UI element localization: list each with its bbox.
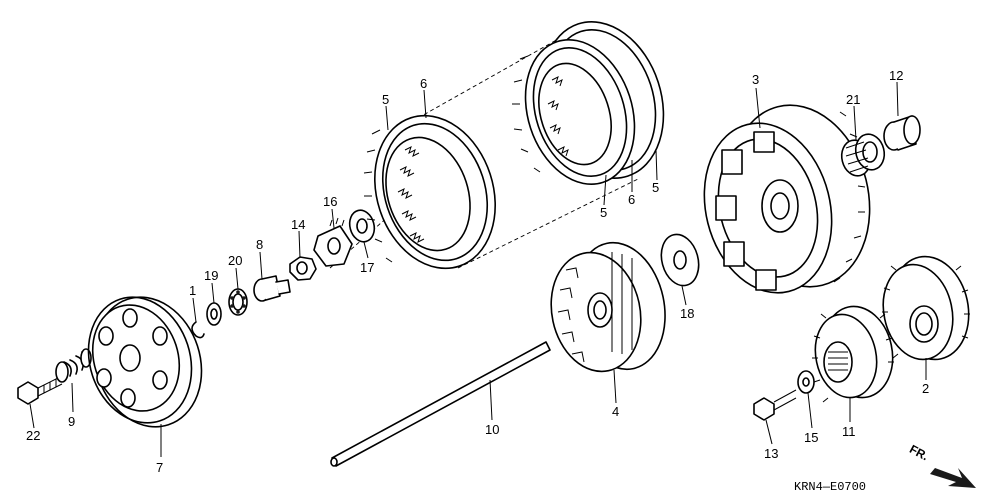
- label-part-8: 8: [256, 237, 263, 252]
- part-13-bolt: [753, 389, 797, 421]
- clutch-disc-front: [363, 114, 496, 270]
- part-3-clutch-outer: [703, 104, 871, 294]
- part-1-snap-ring: [191, 321, 205, 339]
- part-21-needle-bearing: [840, 133, 886, 177]
- part-18-washer: [660, 233, 700, 287]
- label-part-12: 12: [889, 68, 903, 83]
- part-12-collar: [883, 115, 921, 151]
- assembly-dashed-lines: [329, 37, 641, 269]
- part-16-lock-washer: [313, 217, 353, 267]
- fr-arrow-icon: FR.: [907, 442, 976, 488]
- part-14-nut: [289, 256, 317, 281]
- label-part-17: 17: [360, 260, 374, 275]
- part-8-lifter-piece: [253, 275, 291, 302]
- label-part-1: 1: [189, 283, 196, 298]
- part-22-bolt: [17, 375, 63, 405]
- part-labels: 1 19 20 8 14 16 17 5 6 5 6 5 3 21 12 18 …: [26, 68, 929, 475]
- direction-label: FR.: [907, 442, 931, 463]
- label-part-11: 11: [842, 424, 856, 439]
- diagram-code: KRN4—E0700: [794, 480, 866, 494]
- label-part-6-front: 6: [420, 76, 427, 91]
- label-part-20: 20: [228, 253, 242, 268]
- label-part-9: 9: [68, 414, 75, 429]
- label-part-22: 22: [26, 428, 40, 443]
- leader-lines: [29, 81, 927, 457]
- part-15-washer: [797, 370, 815, 394]
- label-part-10: 10: [485, 422, 499, 437]
- label-part-13: 13: [764, 446, 778, 461]
- label-part-2: 2: [922, 381, 929, 396]
- label-part-3: 3: [752, 72, 759, 87]
- label-part-5-rear: 5: [652, 180, 659, 195]
- part-4-clutch-center: [550, 241, 666, 373]
- part-19-washer: [206, 302, 222, 326]
- label-part-16: 16: [323, 194, 337, 209]
- label-part-5-front: 5: [382, 92, 389, 107]
- label-part-4: 4: [612, 404, 619, 419]
- label-part-7: 7: [156, 460, 163, 475]
- label-part-18: 18: [680, 306, 694, 321]
- label-part-14: 14: [291, 217, 305, 232]
- part-7-pressure-plate: [87, 296, 203, 428]
- label-part-6-rear: 6: [628, 192, 635, 207]
- label-part-15: 15: [804, 430, 818, 445]
- part-11-gear: [812, 305, 894, 403]
- part-10-push-rod: [330, 341, 551, 467]
- part-2-gear: [882, 255, 970, 361]
- label-part-5-middle: 5: [600, 205, 607, 220]
- part-20-bearing: [228, 288, 248, 316]
- label-part-19: 19: [204, 268, 218, 283]
- part-9-spring: [55, 348, 92, 383]
- label-part-21: 21: [846, 92, 860, 107]
- clutch-disc-rear: [512, 21, 665, 185]
- part-17-washer: [348, 209, 376, 243]
